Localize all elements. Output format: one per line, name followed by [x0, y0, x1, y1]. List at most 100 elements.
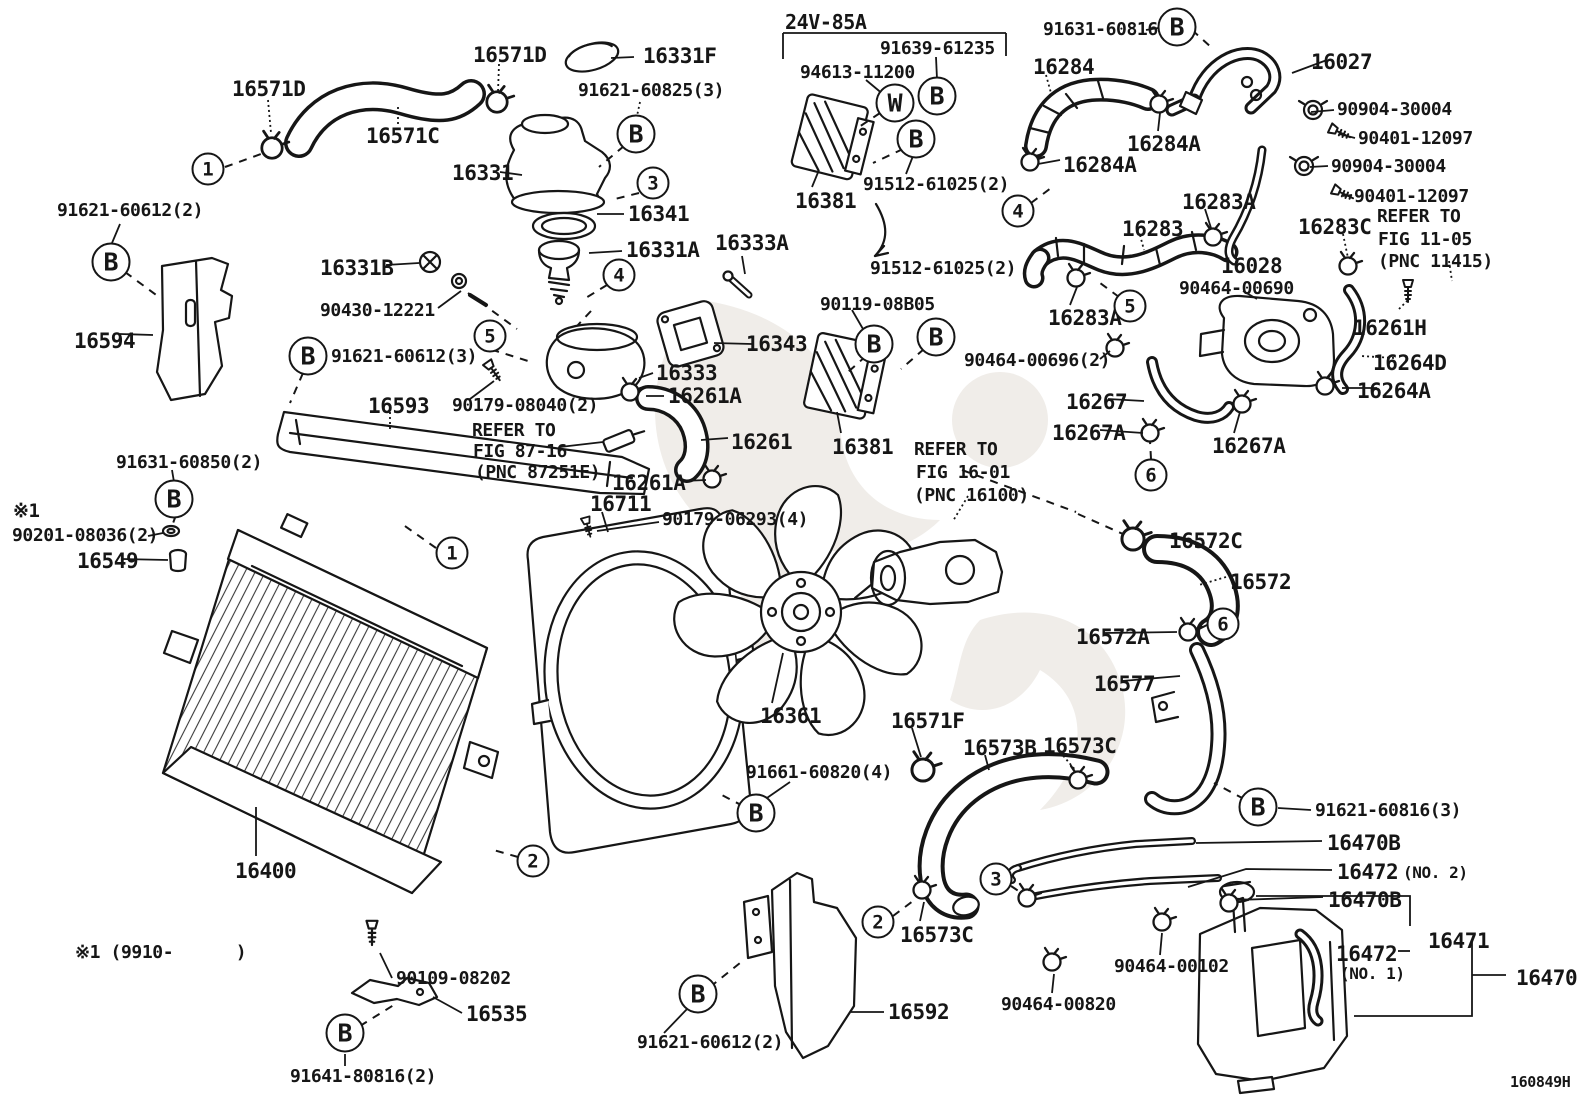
part-label-16571d-1: 16571D [232, 77, 306, 101]
part-label-16331b: 16331B [320, 256, 394, 280]
part-label-16283a-1: 16283A [1182, 190, 1256, 214]
part-label-16573c-2: 16573C [900, 923, 974, 947]
callout-6-16: 6 [1134, 458, 1168, 492]
part-label-90904-30004-1: 90904-30004 [1337, 99, 1452, 120]
part-label-91621-60612-mid: 91621-60612(3) [331, 346, 478, 367]
callout-b-26: B [325, 1013, 365, 1053]
part-label-90179-08040: 90179-08040(2) [452, 395, 599, 416]
part-label-refer-8716-2: FIG 87-16 [473, 441, 567, 462]
part-label-16711: 16711 [590, 492, 652, 516]
part-label-16284: 16284 [1033, 55, 1095, 79]
callout-b-14: B [854, 324, 894, 364]
callout-1-1: 1 [191, 152, 225, 186]
part-label-90464-00102: 90464-00102 [1114, 956, 1229, 977]
part-label-91641-80816: 91641-80816(2) [290, 1066, 437, 1087]
callout-b-9: B [917, 76, 957, 116]
part-label-16283c: 16283C [1298, 215, 1372, 239]
part-label-16472-no1-suffix: (NO. 1) [1340, 964, 1405, 983]
leader-lines [111, 27, 1506, 1066]
part-label-16471: 16471 [1428, 929, 1490, 953]
part-label-16577: 16577 [1094, 672, 1156, 696]
part-label-90464-00690: 90464-00690 [1179, 278, 1294, 299]
part-label-90430-12221: 90430-12221 [320, 300, 435, 321]
part-label-91512-61025-1: 91512-61025(2) [863, 174, 1010, 195]
part-label-16472-no1: 16472 [1336, 942, 1398, 966]
part-label-footnote-mark: ※1 [13, 500, 40, 522]
part-label-91631-60850: 91631-60850(2) [116, 452, 263, 473]
callout-6-19: 6 [1206, 607, 1240, 641]
clamp-16470b-1-icon [1017, 882, 1043, 908]
upper-deflector-art [155, 256, 234, 402]
dotted-leaders [267, 63, 1453, 773]
bolt-90401-2-icon [1329, 183, 1357, 204]
part-label-16284a-1: 16284A [1127, 132, 1201, 156]
part-label-90109-08202: 90109-08202 [396, 968, 511, 989]
callout-b-15: B [916, 317, 956, 357]
bracket-16535-art [350, 976, 439, 1007]
part-label-16472-no2-suffix: (NO. 2) [1403, 863, 1468, 882]
clamp-90464-00102-icon [1152, 906, 1178, 932]
part-label-16472-no2: 16472 [1337, 860, 1399, 884]
callout-b-3: B [616, 114, 656, 154]
radiator-art [161, 513, 500, 895]
bolt-90109-icon [365, 919, 379, 947]
drain-plug-16549-art [168, 548, 188, 573]
part-label-16331: 16331 [452, 161, 514, 185]
bolt-16261h-icon [1401, 278, 1415, 304]
part-label-16267: 16267 [1066, 390, 1128, 414]
callout-2-22: 2 [516, 844, 550, 878]
part-label-16333a: 16333A [715, 231, 789, 255]
callout-b-6: B [288, 336, 328, 376]
callout-w-8: W [875, 83, 915, 123]
part-label-91621-60816-3: 91621-60816(3) [1315, 800, 1462, 821]
union-90904-1-icon [1297, 99, 1329, 121]
part-label-16331a: 16331A [626, 238, 700, 262]
clamp-16571d-1-icon [260, 129, 291, 160]
callout-1-17: 1 [435, 536, 469, 570]
hose-16283-art [1022, 230, 1239, 289]
part-label-16571c: 16571C [366, 124, 440, 148]
part-label-16592: 16592 [888, 1000, 950, 1024]
part-label-16572c: 16572C [1169, 529, 1243, 553]
callout-b-11: B [1157, 7, 1197, 47]
part-label-16267a-2: 16267A [1212, 434, 1286, 458]
part-label-16572a: 16572A [1076, 625, 1150, 649]
part-label-16572: 16572 [1230, 570, 1292, 594]
part-label-16283a-2: 16283A [1048, 306, 1122, 330]
hose-16284-art [1024, 77, 1160, 158]
bolt-90179-08040-icon [481, 358, 505, 385]
part-label-16535: 16535 [466, 1002, 528, 1026]
reservoir-tubes-art [1006, 837, 1222, 902]
part-label-16573c-1: 16573C [1043, 734, 1117, 758]
part-label-16573b: 16573B [963, 736, 1037, 760]
hose-16267-art [1146, 356, 1235, 424]
part-label-16261a-2: 16261A [612, 471, 686, 495]
part-label-91621-60612-bot: 91621-60612(2) [637, 1032, 784, 1053]
part-label-16027: 16027 [1311, 50, 1373, 74]
callout-5-13: 5 [1113, 289, 1147, 323]
part-label-90904-30004-2: 90904-30004 [1331, 156, 1446, 177]
part-label-16028: 16028 [1221, 254, 1283, 278]
part-label-16343: 16343 [746, 332, 808, 356]
water-inlet-art [545, 270, 753, 400]
lower-deflector-art [742, 871, 858, 1060]
clamp-16283c-icon [1338, 250, 1364, 276]
clamp-16571f-icon [910, 750, 943, 783]
clamp-90464-00820-icon [1042, 946, 1068, 972]
part-label-refer-8716-3: (PNC 87251E) [475, 462, 601, 483]
part-label-91621-60612-top: 91621-60612(2) [57, 200, 204, 221]
reservoir-art [1196, 880, 1349, 1095]
part-label-16593: 16593 [368, 394, 430, 418]
callout-b-20: B [736, 793, 776, 833]
callout-3-23: 3 [979, 862, 1013, 896]
part-label-16381-1: 16381 [795, 189, 857, 213]
part-label-16571d-2: 16571D [473, 43, 547, 67]
part-label-16594: 16594 [74, 329, 136, 353]
part-label-91512-61025-2: 91512-61025(2) [870, 258, 1017, 279]
part-label-16549: 16549 [77, 549, 139, 573]
part-label-16470: 16470 [1516, 966, 1578, 990]
callout-5-7: 5 [473, 319, 507, 353]
part-label-16261h: 16261H [1353, 316, 1427, 340]
clamp-16283a-2-icon [1066, 262, 1092, 288]
callout-b-18: B [154, 479, 194, 519]
